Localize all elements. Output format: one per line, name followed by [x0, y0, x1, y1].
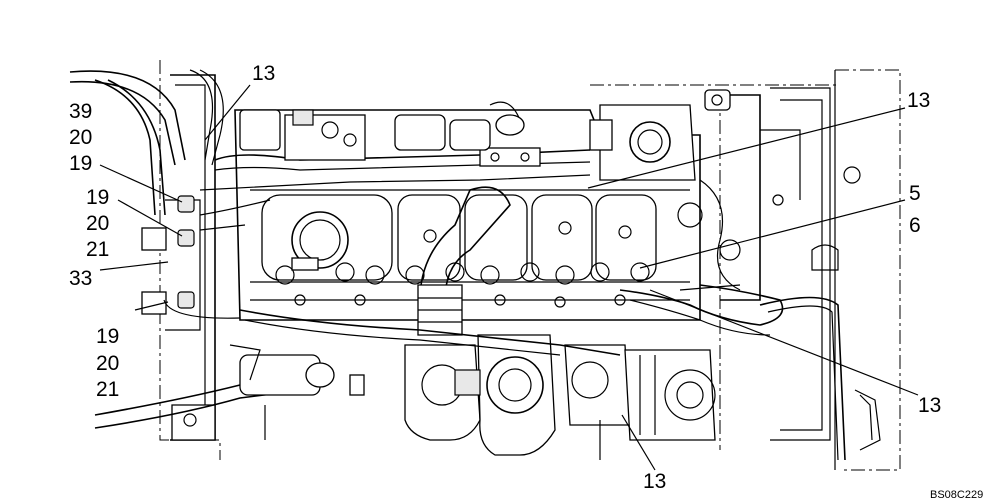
callout-33: 33: [69, 267, 92, 290]
turbocharger: [404, 334, 556, 456]
callout-13: 13: [918, 394, 941, 417]
callout-21: 21: [86, 238, 109, 261]
front-pulley-assembly: [677, 89, 861, 301]
lower-left-components: [94, 344, 365, 440]
callout-21: 21: [96, 378, 119, 401]
wiring-harness: [199, 199, 881, 461]
upper-hoses: [69, 69, 224, 216]
cylinder-head-covers: [261, 194, 657, 281]
callout-13: 13: [252, 62, 275, 85]
callout-6: 6: [909, 214, 921, 237]
drawing-code: BS08C229: [930, 489, 983, 501]
left-harness-clamps: [141, 195, 241, 319]
callout-13: 13: [907, 89, 930, 112]
callout-19: 19: [96, 325, 119, 348]
callout-39: 39: [69, 100, 92, 123]
callout-20: 20: [96, 352, 119, 375]
alternator: [564, 344, 716, 460]
intake-elbow: [417, 186, 511, 336]
oil-filter-housing: [589, 104, 696, 181]
callout-5: 5: [909, 182, 921, 205]
callout-20: 20: [86, 212, 109, 235]
fuel-pump-cluster: [239, 101, 525, 161]
callout-19: 19: [69, 152, 92, 175]
callout-13: 13: [643, 470, 666, 493]
leader-lines: [99, 84, 919, 471]
callout-labels: 39 20 19 19 20 21 33 19 20 21 13 13 5 6 …: [69, 62, 941, 493]
callout-20: 20: [69, 126, 92, 149]
fuel-rail: [199, 147, 591, 191]
left-frame-rail: [165, 74, 216, 441]
callout-19: 19: [86, 186, 109, 209]
